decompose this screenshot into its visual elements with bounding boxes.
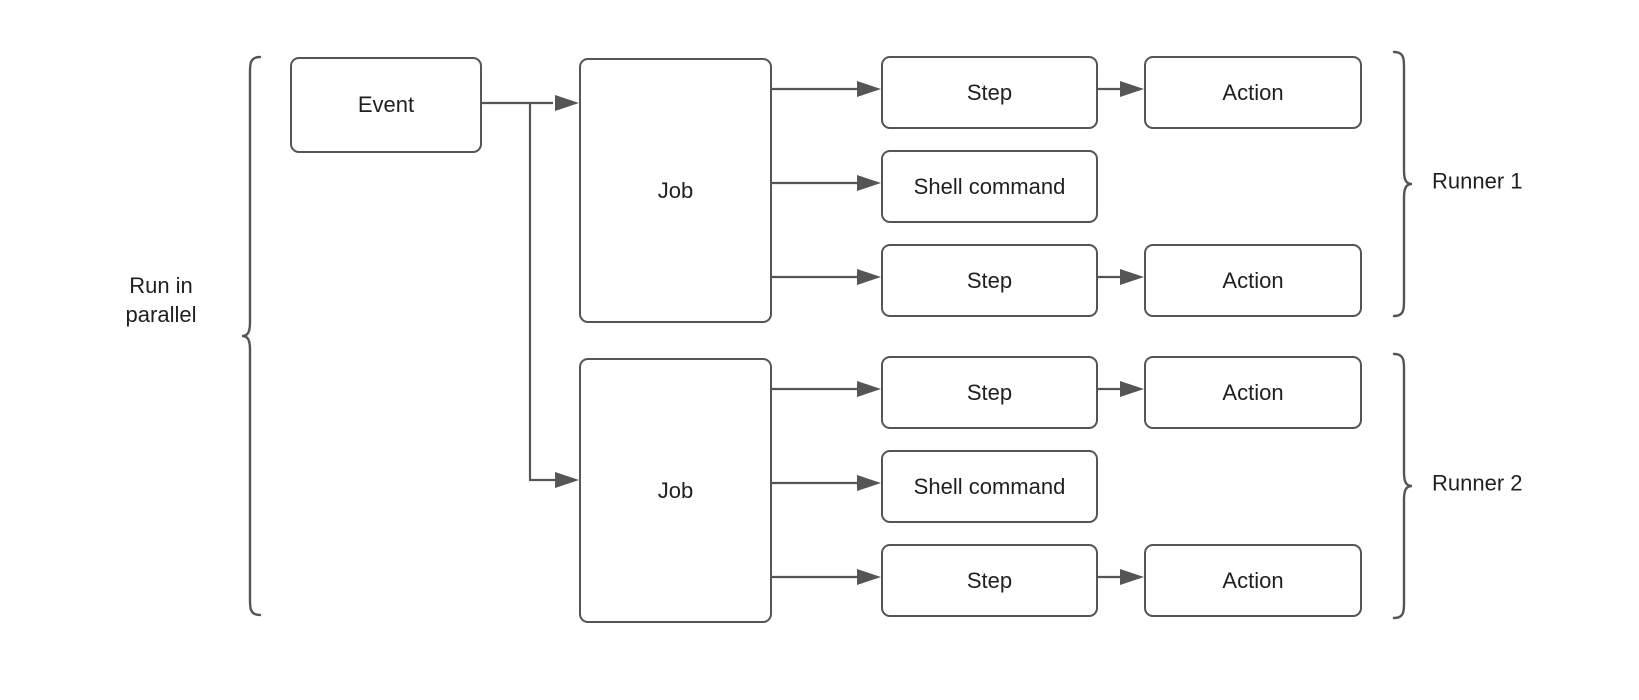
edge-job1-row2	[772, 175, 881, 191]
brace-runner-2	[1392, 352, 1413, 620]
node-action-3[interactable]: Action	[1144, 356, 1362, 429]
runner-2-label: Runner 2	[1432, 470, 1523, 496]
edge-job1-row3	[772, 269, 881, 285]
runner-1-label: Runner 1	[1432, 168, 1523, 194]
edge-step-action-2	[1098, 269, 1144, 285]
node-action-2[interactable]: Action	[1144, 244, 1362, 317]
edge-step-action-1	[1098, 81, 1144, 97]
run-in-parallel-label: Run in parallel	[125, 272, 197, 327]
node-step-4[interactable]: Step	[881, 544, 1098, 617]
node-action-1[interactable]: Action	[1144, 56, 1362, 129]
node-job-runner-1[interactable]: Job	[579, 58, 772, 323]
node-step-2[interactable]: Step	[881, 244, 1098, 317]
edge-event-to-jobs	[482, 95, 579, 488]
node-shell-command-2[interactable]: Shell command	[881, 450, 1098, 523]
edge-job2-row1	[772, 381, 881, 397]
edge-step-action-3	[1098, 381, 1144, 397]
node-job-runner-2[interactable]: Job	[579, 358, 772, 623]
edge-step-action-4	[1098, 569, 1144, 585]
brace-run-in-parallel	[241, 55, 262, 617]
arrowhead-job1	[555, 95, 579, 111]
edge-job2-row2	[772, 475, 881, 491]
brace-runner-1	[1392, 50, 1413, 318]
arrowhead-job2	[555, 472, 579, 488]
node-step-3[interactable]: Step	[881, 356, 1098, 429]
edge-job1-row1	[772, 81, 881, 97]
node-shell-command-1[interactable]: Shell command	[881, 150, 1098, 223]
node-event[interactable]: Event	[290, 57, 482, 153]
node-action-4[interactable]: Action	[1144, 544, 1362, 617]
edge-job2-row3	[772, 569, 881, 585]
node-step-1[interactable]: Step	[881, 56, 1098, 129]
